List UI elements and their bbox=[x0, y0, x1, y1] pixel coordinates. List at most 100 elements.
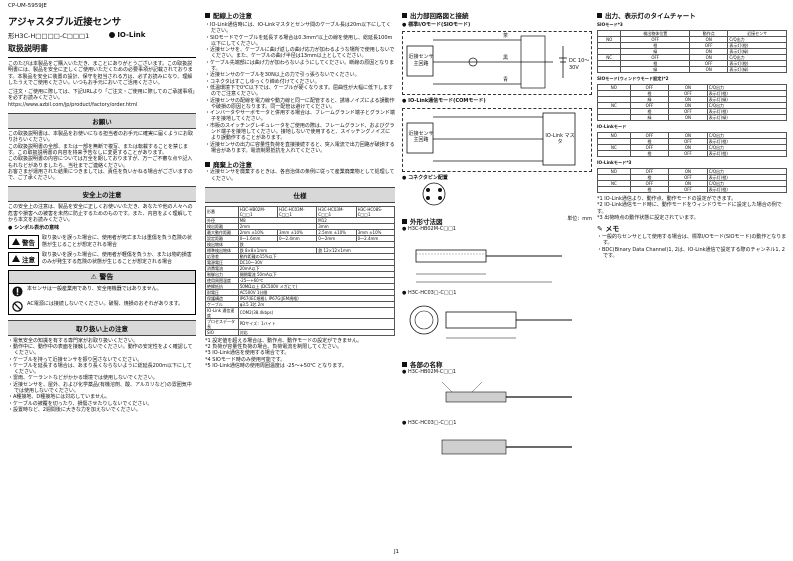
exclamation-icon bbox=[12, 286, 23, 297]
m8-outline-svg bbox=[415, 249, 562, 283]
outline-m8-label: ● H3C-HB02M-C□□1 bbox=[402, 225, 456, 232]
sio-mode-label: ● 標準I/Oモード(SIOモード) bbox=[402, 22, 471, 28]
supply-label: DC 10〜30V bbox=[569, 58, 590, 71]
list-item: ・コネクタはすこしゆっくり締め付けてください。 bbox=[205, 78, 320, 85]
list-item: ・ケーブルを延長する場合は、あまり長くならないように総延長200m以下にしてくだ… bbox=[8, 362, 192, 376]
request-para: この取扱説明書の全部、または一部を無断で複写、または転載することを禁じます。この… bbox=[8, 143, 189, 156]
list-item: ・近接センサを、ケーブルに曲げ返しの曲げ応力が加わるような場所で使用しないでくだ… bbox=[205, 47, 395, 60]
m8-outline-drawing bbox=[402, 234, 592, 290]
outline-heading: 外形寸法図単位：mm bbox=[402, 216, 592, 226]
request-para: この取扱説明書は、本製品をお使いになる担当者のお手元に確実に届くようにお取り計ら… bbox=[8, 131, 194, 144]
order-url[interactable]: https://www.azbil.com/jp/product/factory… bbox=[8, 101, 138, 108]
sio-circuit-svg bbox=[406, 35, 567, 89]
handling-list: ・電気安全の知識を有する専門家がお取り扱いください。 ・動作中に、動作中の表面を… bbox=[8, 338, 196, 414]
warning-box-row: AC電源には接続しないでください。破裂、焼損のおそれがあります。 bbox=[9, 299, 195, 314]
list-item: ・電気安全の知識を有する専門家がお取り扱いください。 bbox=[8, 337, 139, 344]
prohibition-icon bbox=[12, 300, 23, 312]
memo-item: ・BDC(Binary Data Channel)1, 2は、IO-Link通信… bbox=[597, 246, 785, 260]
spec-notes: *1 設定値を超える場合は、動作点、動作モードの設定ができません。 *2 負荷が… bbox=[205, 337, 362, 370]
warning-box: ⚠ 警告 本センサは一般産業用であり、安全用機器ではありません。 AC電源には接… bbox=[8, 269, 196, 315]
parts-m8-label: ● H3C-HB02M-C□□1 bbox=[402, 369, 456, 376]
caution-symbol: 注意 bbox=[8, 251, 39, 266]
request-para: お客さまが運用された結果につきましては、責任を負いかねる場合がございますので、ご… bbox=[8, 168, 193, 182]
list-item: ・A種接地、D種接地には対応していません。 bbox=[8, 394, 110, 401]
title-divider bbox=[8, 57, 196, 58]
com-mode-label: ● IO-Link通信モード(COMモード) bbox=[402, 98, 486, 105]
model-row: 形H3C-H□□□□-C□□□1 IO-Link bbox=[8, 30, 196, 40]
symbol-heading: ● シンボル表示の意味 bbox=[8, 225, 60, 232]
caution-symbol-text: 取り扱いを誤った場合に、使用者が軽傷を負うか、または物的損害のみが発生する危険の… bbox=[42, 252, 192, 265]
connector-pin-icon bbox=[422, 182, 446, 206]
list-item: ・近接センサのケーブルを30N以上の力で引っ張らないでください。 bbox=[205, 72, 360, 79]
warning-symbol: 警告 bbox=[8, 234, 39, 249]
warning-box-heading: ⚠ 警告 bbox=[9, 270, 195, 284]
request-para: この取扱説明書の内容については万全を期しておりますが、万一ご不審な点や記入もれな… bbox=[8, 156, 193, 169]
manual-title: 取扱説明書 bbox=[8, 44, 48, 53]
page-number: J1 bbox=[393, 549, 400, 555]
column-wiring-specs: 配線上の注意 ・IO-Link通信時には、IO-Linkマスタとセンサ間のケーブ… bbox=[205, 0, 396, 370]
column-circuit-outline: 出力部回路図と接続 ● 標準I/Oモード(SIOモード) 近接センサ主回路 茶 … bbox=[402, 0, 592, 470]
parts-heading: 各部の名称 bbox=[402, 359, 592, 369]
list-item: ・低温環境下で0℃以下では、ケーブルが硬くなります。屈曲性が大幅に低下しますので… bbox=[205, 84, 394, 98]
com-circuit-diagram: 近接センサ主回路 IO-Link マスタ bbox=[402, 107, 592, 172]
iolink-master-label: IO-Link マスタ bbox=[545, 132, 575, 145]
list-item: ・ケーブルを持って近接センサを振り回さないでください。 bbox=[8, 356, 143, 363]
column-timing: 出力、表示灯のタイムチャート SIOモード*3 検出物体位置動作点近接センサ N… bbox=[596, 0, 788, 260]
safety-intro: この安全上の注意は、製品を安全に正しくお使いいただき、あなたや他の人々への危害や… bbox=[8, 204, 193, 224]
intro-para-1: このたびは本製品をご購入いただき、まことにありがとうございます。この取扱説明書に… bbox=[8, 61, 193, 86]
memo-heading: ✎ メモ bbox=[597, 225, 620, 234]
com-main-circuit-label: 近接センサ主回路 bbox=[408, 130, 434, 143]
safety-heading: 安全上の注意 bbox=[8, 186, 196, 203]
list-item: ・ケーブル先端部には曲げ力が加わらないようにしてください。断線の原因となります。 bbox=[205, 59, 395, 73]
iolink-logo-icon bbox=[109, 32, 116, 38]
wiring-heading: 配線上の注意 bbox=[205, 10, 395, 20]
handling-heading: 取り扱い上の注意 bbox=[8, 319, 196, 336]
list-item: ・設置時など、2週間後に大きな力を加えないでください。 bbox=[8, 406, 141, 413]
wire-label: 青 bbox=[503, 77, 509, 84]
model-number: 形H3C-H□□□□-C□□□1 bbox=[8, 32, 90, 40]
list-item: ・インバータやサーボモータと併用する場合は、フレームグランド端子とグランド端子を… bbox=[205, 110, 395, 123]
disposal-text: ・近接センサを廃棄するときは、各自治体の条例に従って産業廃棄物として処理してくだ… bbox=[205, 169, 395, 182]
list-item: ・近接センサを、屋外、および化学薬品(有機溶剤、酸、アルカリなど)の雰囲気中では… bbox=[8, 381, 192, 395]
wire-label: 茶 bbox=[503, 33, 509, 40]
wire-label: 黒 bbox=[503, 55, 509, 62]
outline-unit: 単位：mm bbox=[567, 215, 592, 222]
warning-symbol-text: 取り扱いを誤った場合に、使用者が死亡または重傷を負う危険の状態が生じることが想定… bbox=[42, 235, 192, 248]
outline-m12-label: ● H3C-HC03□-C□□1 bbox=[402, 290, 457, 297]
list-item: ・SIOモードでケーブルを延長する場合は0.3mm²以上の線を使用し、総延長10… bbox=[205, 34, 393, 47]
caution-triangle-icon bbox=[12, 255, 20, 263]
memo-item: ・一般的なセンサとして使用する場合は、標準I/Oモード(SIOモード)の動作とな… bbox=[597, 234, 787, 247]
list-item: ・近接センサの配線を電力線や動力線と同一に配管すると、誘導ノイズによる誤動作や破… bbox=[205, 97, 395, 110]
list-item: ・IO-Link通信時には、IO-Linkマスタとセンサ間のケーブル長は20m以… bbox=[205, 22, 391, 35]
sio-main-circuit-label: 近接センサ主回路 bbox=[408, 54, 434, 67]
spec-heading: 仕様 bbox=[205, 186, 395, 203]
timing-sio-label: SIOモード*3 bbox=[597, 22, 623, 27]
m8-parts-svg bbox=[441, 381, 572, 403]
timing-sio-window-label: SIOモード(ウィンドウモード設定)*2 bbox=[597, 76, 669, 81]
intro-para-2: ご注文・ご使用に際しては、下記URLより「ご注文・ご使用に際してのご承諾事項」を… bbox=[8, 89, 195, 102]
m12-outline-drawing bbox=[402, 298, 592, 354]
list-item: ・市販のスイッチングレギュレータをご使用の際は、フレームグランド、およびグランド… bbox=[205, 122, 395, 142]
connector-pin-label: ● コネクタピン配置 bbox=[402, 174, 448, 181]
timing-heading: 出力、表示灯のタイムチャート bbox=[597, 10, 787, 20]
product-title: アジャスタブル近接センサ bbox=[8, 17, 122, 28]
iolink-logo-text: IO-Link bbox=[117, 31, 146, 39]
parts-m12-label: ● H3C-HC03□-C□□1 bbox=[402, 419, 457, 426]
timing-notes: *1 IO-Link通信より、動作点、動作モードの設定ができます。 *2 IO-… bbox=[597, 196, 782, 221]
column-intro: CP-UM-5959JE アジャスタブル近接センサ 形H3C-H□□□□-C□□… bbox=[8, 0, 196, 413]
list-item: ・近接センサの出力に容量性負荷を直接接続すると、突入電流で出力回路が破損する場合… bbox=[205, 141, 395, 154]
disposal-heading: 廃棄上の注意 bbox=[205, 159, 395, 169]
timing-iolink-window-label: IO-Linkモード*3 bbox=[597, 160, 632, 165]
list-item: ・ケーブルの被覆を切ったり、損傷させたりしないでください。 bbox=[8, 400, 153, 407]
timing-iolink-label: IO-Linkモード bbox=[597, 124, 627, 129]
com-circuit-svg bbox=[406, 112, 576, 165]
